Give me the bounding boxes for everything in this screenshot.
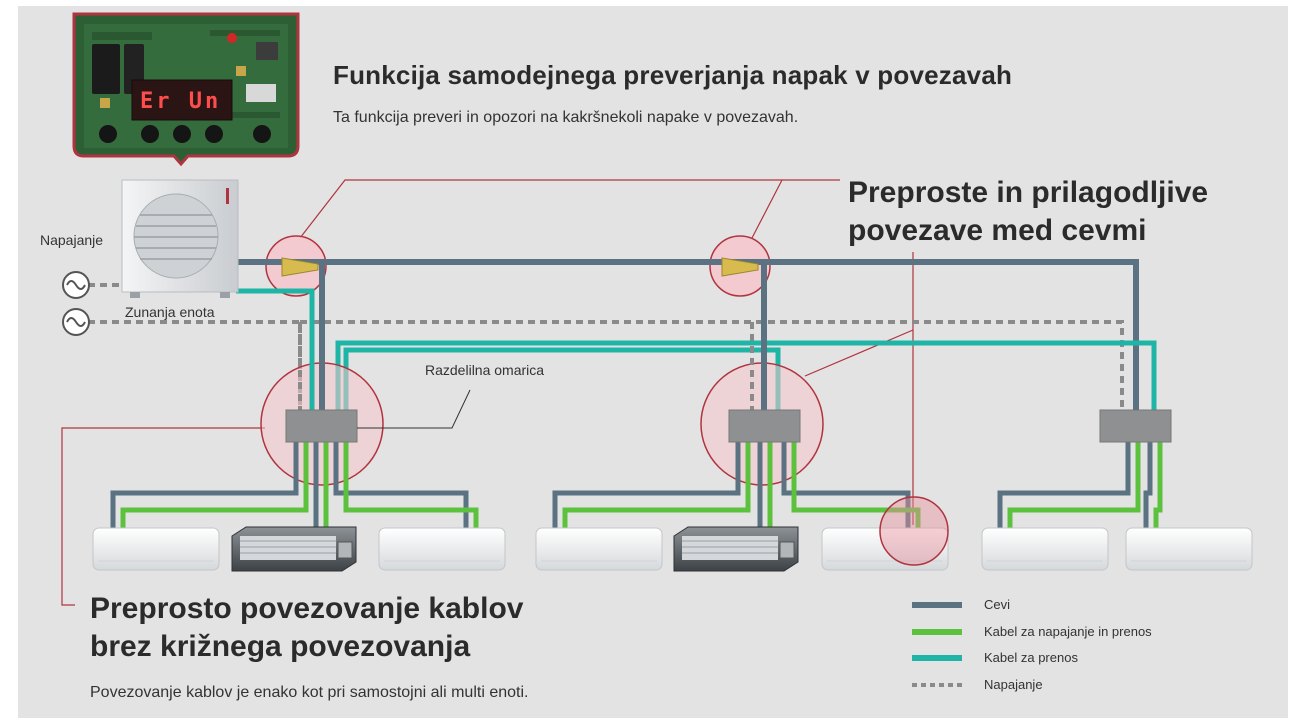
junction-box-leader (357, 389, 471, 429)
label-power-supply: Napajanje (40, 232, 104, 248)
highlight-circle-indoor (879, 496, 949, 566)
legend-label-power-supply: Napajanje (984, 677, 1043, 692)
wall-unit (535, 527, 663, 571)
wall-unit (378, 527, 506, 571)
transmission-lines-top (236, 288, 315, 410)
page-title: Funkcija samodejnega preverjanja napak v… (333, 60, 1013, 90)
wall-unit (1125, 527, 1253, 571)
pipe-branch-fittings (281, 257, 759, 277)
outdoor-unit (121, 179, 239, 298)
wall-unit (981, 527, 1109, 571)
power-lines-top (298, 322, 754, 410)
callout-pipes-title: Preproste in prilagodljive povezave med … (848, 176, 1209, 247)
duct-unit (231, 526, 357, 572)
power-supply-symbol (62, 271, 90, 336)
label-outdoor-unit: Zunanja enota (125, 304, 215, 320)
callout-wiring-title: Preprosto povezovanje kablov brez križne… (90, 592, 524, 663)
wiring-note: Povezovanje kablov je enako kot pri samo… (90, 684, 529, 701)
legend-swatches (912, 602, 962, 687)
legend-label-power-transmission: Kabel za napajanje in prenos (984, 624, 1152, 639)
label-junction-box: Razdelilna omarica (425, 362, 545, 378)
junction-boxes (285, 409, 1172, 443)
duct-unit (673, 526, 799, 572)
page-subtitle: Ta funkcija preveri in opozori na kakršn… (333, 109, 799, 126)
wall-unit (92, 527, 220, 571)
indoor-branch-lines (110, 442, 1163, 532)
pcb-callout (72, 12, 300, 167)
legend-label-pipes: Cevi (984, 597, 1011, 612)
legend-label-transmission: Kabel za prenos (984, 650, 1078, 665)
pipe-lines-top (236, 259, 1136, 410)
pcb-display-readout: Er Un (140, 89, 221, 114)
callout-leaders (61, 179, 914, 606)
